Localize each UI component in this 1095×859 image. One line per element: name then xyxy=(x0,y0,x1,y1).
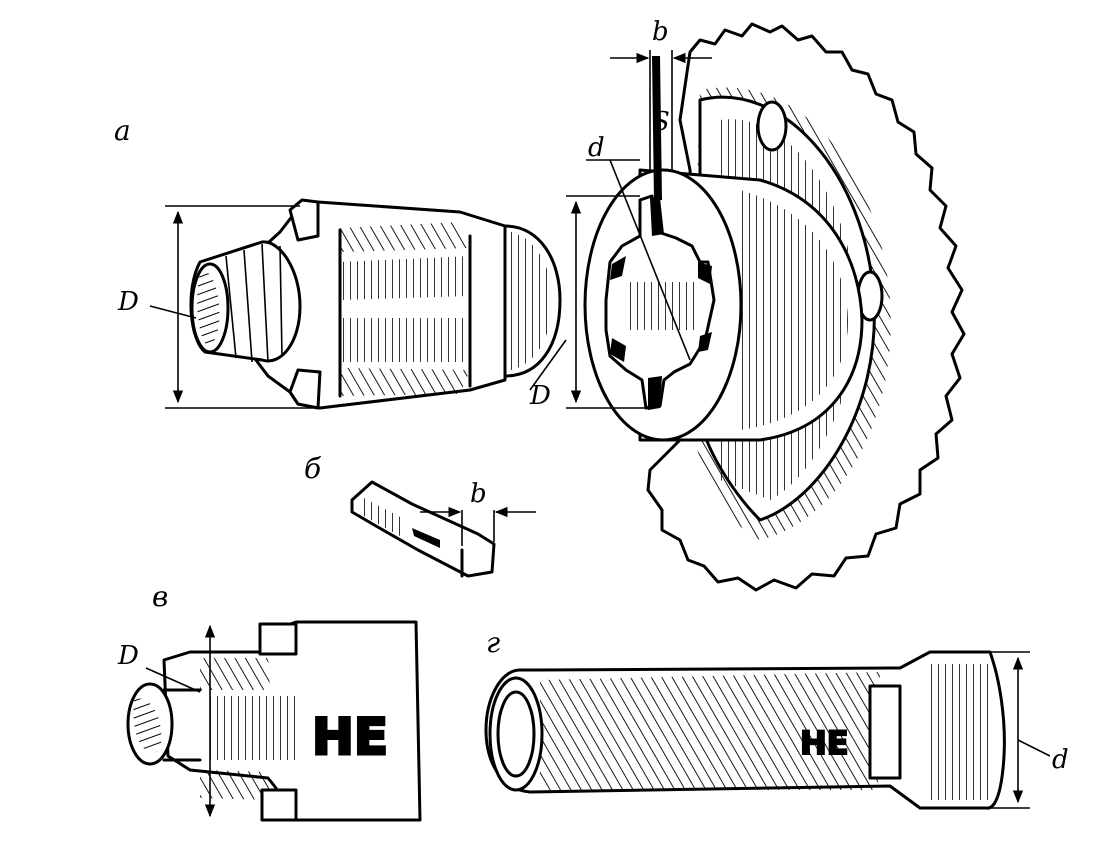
stamp-v: НЕ xyxy=(312,708,388,766)
dim-label-g-d: d xyxy=(1052,745,1069,775)
panel-a-splined-shaft xyxy=(149,198,562,410)
panel-b-key-gauge xyxy=(350,480,536,578)
panel-g-nogo-gauge xyxy=(484,650,1051,810)
panel-label-a: а xyxy=(114,114,131,147)
dim-label-shaft-D: D xyxy=(117,287,139,317)
dim-label-hub-D: D xyxy=(529,381,551,411)
panel-label-g: г xyxy=(486,626,500,659)
panel-label-v: в xyxy=(152,580,168,613)
panel-label-b: б xyxy=(304,452,322,485)
dim-label-key-b: b xyxy=(470,479,487,509)
dim-label-gear-S: S xyxy=(652,107,670,137)
dim-label-v-D: D xyxy=(117,641,139,671)
panel-v-nogo-plug xyxy=(126,620,422,822)
gear-with-splined-hub xyxy=(529,22,966,592)
dim-label-gear-b: b xyxy=(652,17,669,47)
dim-label-hub-d: d xyxy=(588,133,605,163)
stamp-g: НЕ xyxy=(800,724,849,762)
